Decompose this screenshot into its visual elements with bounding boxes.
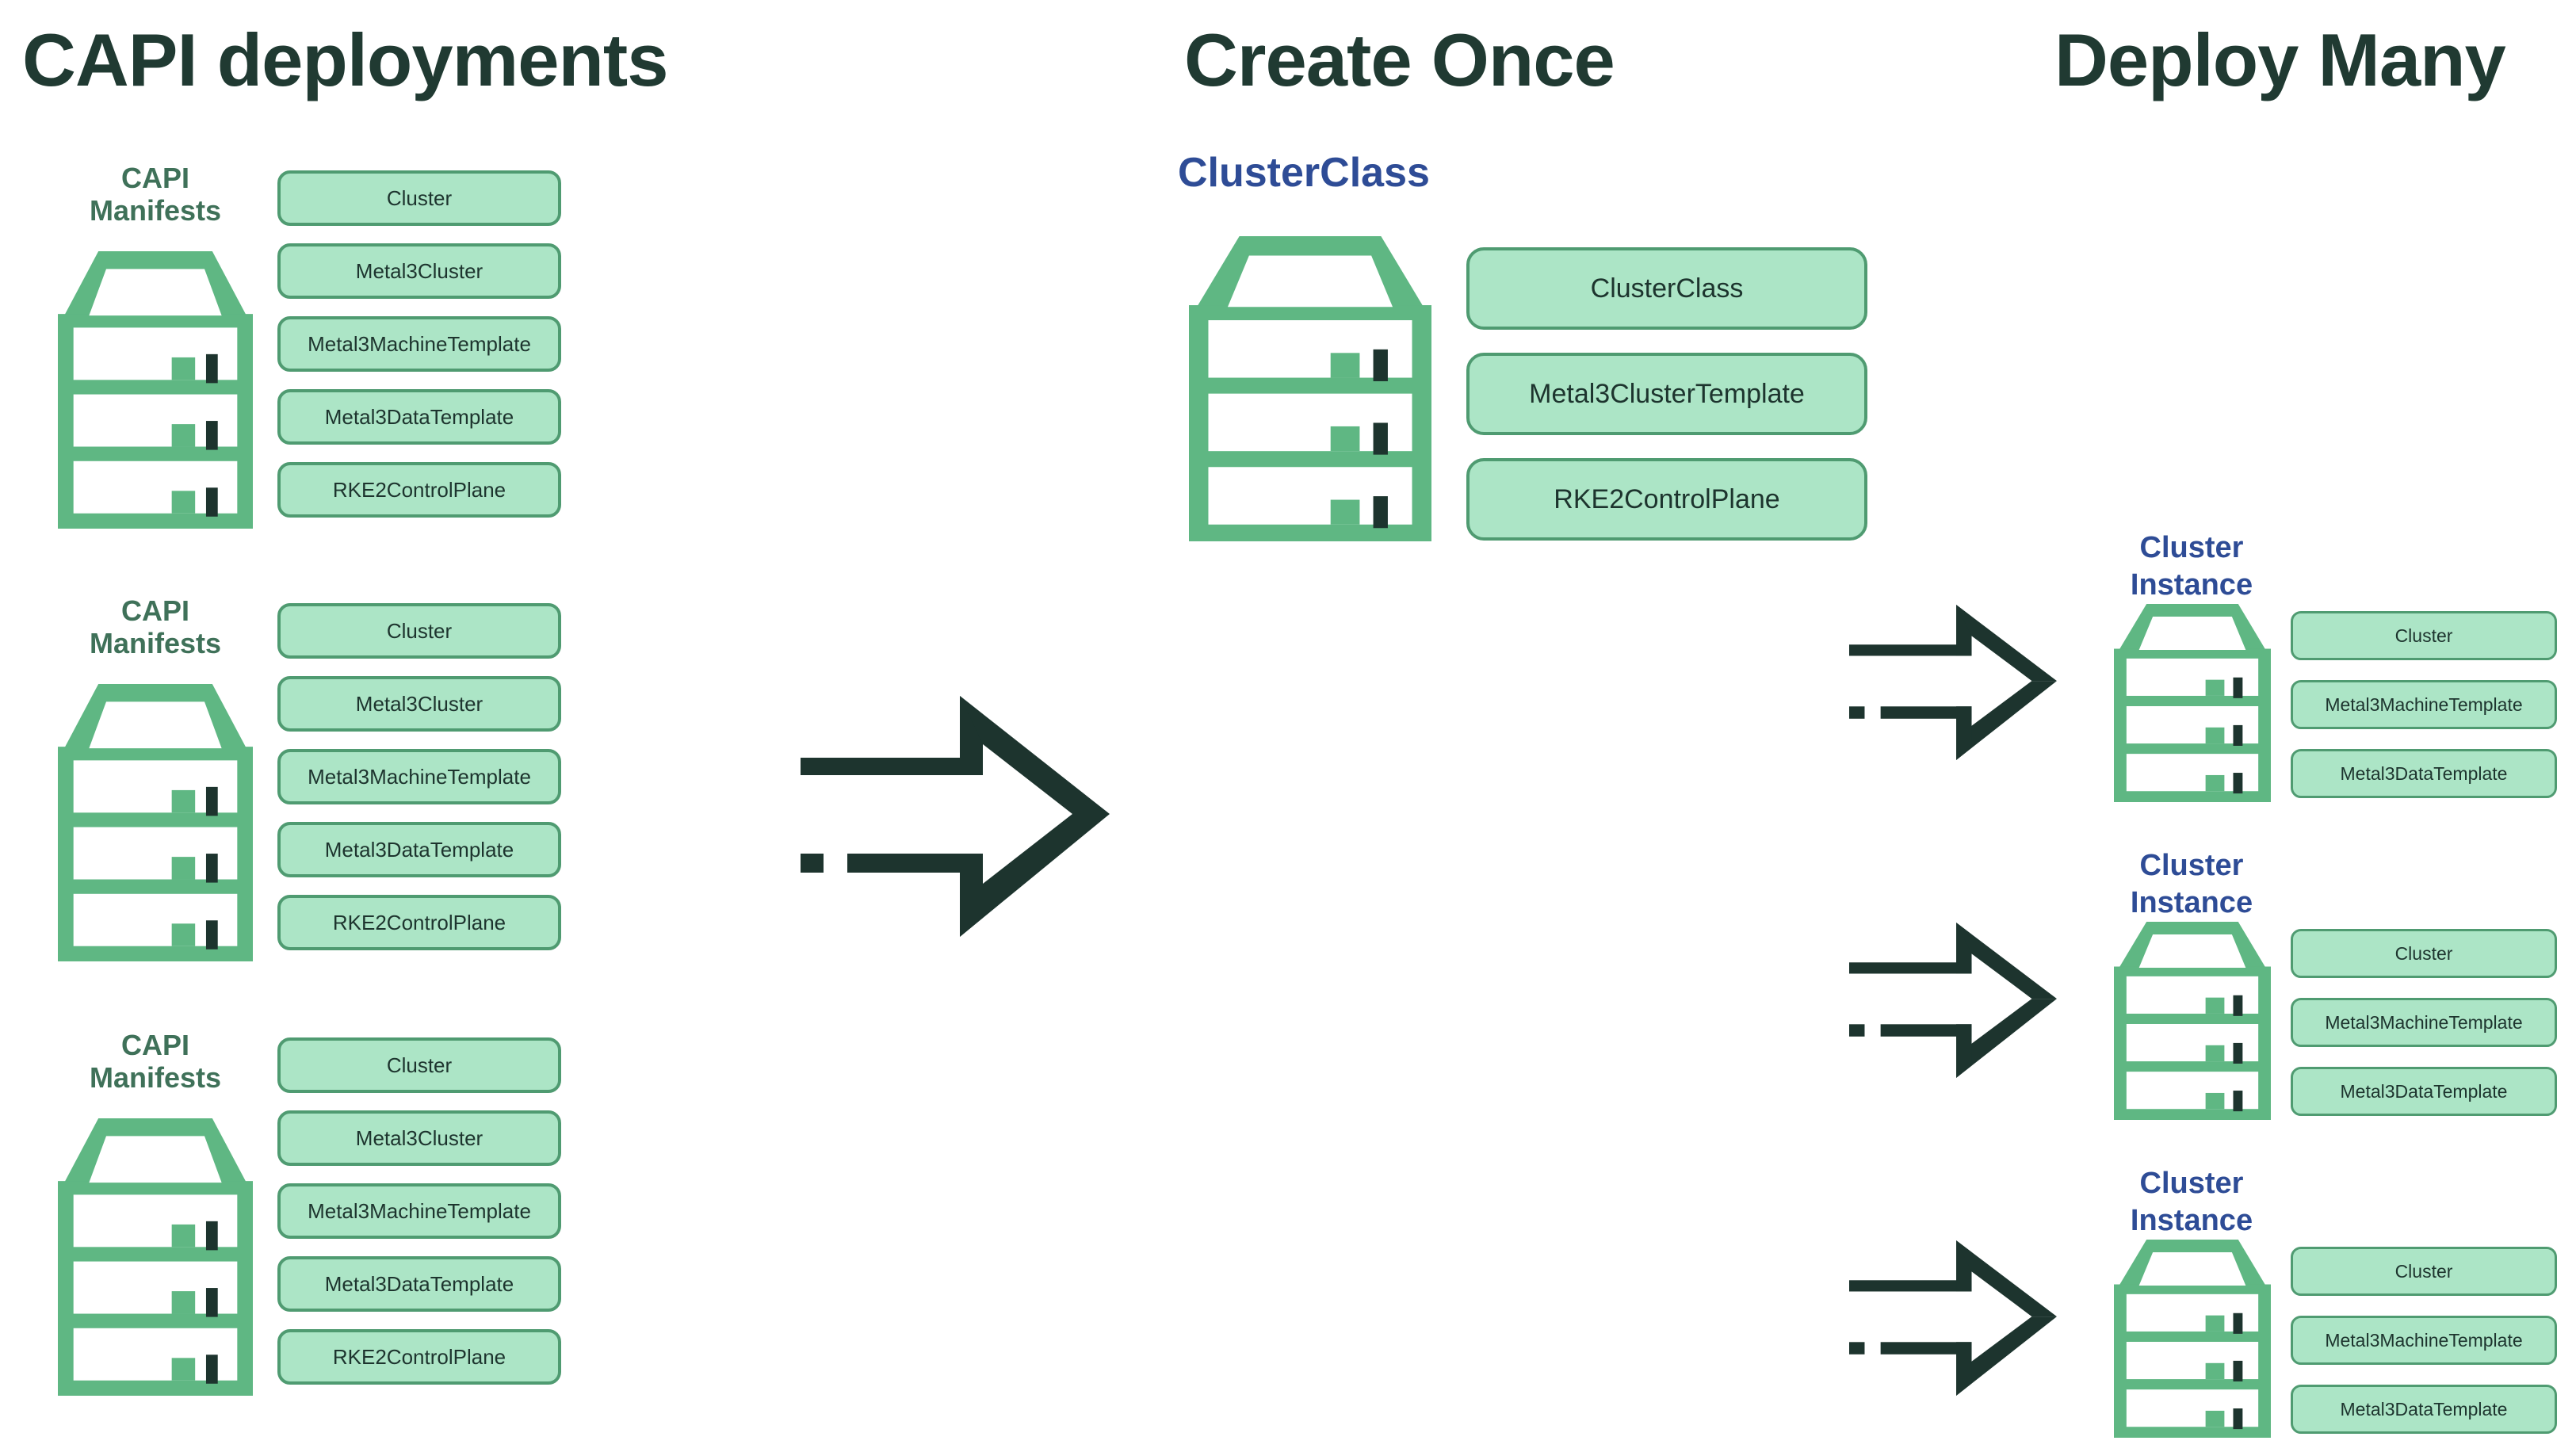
server-rack-icon: [1189, 236, 1431, 541]
resource-box: Cluster: [2291, 1247, 2557, 1296]
clusterclass-heading: ClusterClass: [1178, 150, 1430, 196]
server-rack-icon: [58, 1118, 253, 1396]
server-rack-icon: [58, 251, 253, 529]
resource-box: Metal3DataTemplate: [277, 389, 561, 445]
resource-box: Metal3ClusterTemplate: [1466, 353, 1867, 435]
capi-manifests-label-line2: Manifests: [89, 1061, 222, 1094]
resource-box: ClusterClass: [1466, 247, 1867, 330]
resource-box: Metal3DataTemplate: [2291, 1067, 2557, 1116]
cluster-instance-label-line1: Cluster: [2139, 849, 2244, 882]
server-rack-icon: [58, 684, 253, 961]
cluster-instance-label-line1: Cluster: [2139, 1167, 2244, 1200]
dashed-arrow-right-icon: [1849, 923, 2057, 1078]
resource-box: Cluster: [277, 1037, 561, 1093]
capi-manifests-label-line1: CAPI: [120, 1029, 189, 1061]
resource-box: Metal3Cluster: [277, 1110, 561, 1166]
title-capi-deployments: CAPI deployments: [22, 18, 668, 101]
capi-manifests-label: CAPI Manifests: [52, 594, 258, 659]
resource-box: Metal3Cluster: [277, 676, 561, 732]
capi-manifests-label-line2: Manifests: [89, 627, 222, 659]
resource-box: Cluster: [277, 603, 561, 659]
dashed-arrow-right-icon: [801, 696, 1110, 937]
resource-box: RKE2ControlPlane: [277, 895, 561, 950]
resource-box: Metal3DataTemplate: [2291, 749, 2557, 798]
capi-manifests-label-line1: CAPI: [120, 594, 189, 627]
resource-box: RKE2ControlPlane: [277, 462, 561, 518]
capi-manifests-label-line1: CAPI: [120, 162, 189, 194]
resource-box: Cluster: [2291, 929, 2557, 978]
resource-box: Metal3MachineTemplate: [277, 749, 561, 804]
cluster-instance-label-line1: Cluster: [2139, 531, 2244, 564]
dashed-arrow-right-icon: [1849, 1240, 2057, 1396]
server-rack-icon: [2114, 1240, 2271, 1438]
cluster-instance-label-line2: Instance: [2130, 886, 2253, 919]
capi-manifests-label: CAPI Manifests: [52, 162, 258, 227]
dashed-arrow-right-icon: [1849, 605, 2057, 760]
title-create-once: Create Once: [1184, 18, 1615, 101]
cluster-instance-label: Cluster Instance: [2093, 847, 2291, 922]
resource-box: Cluster: [2291, 611, 2557, 660]
cluster-instance-label-line2: Instance: [2130, 1204, 2253, 1237]
resource-box: Metal3DataTemplate: [277, 822, 561, 877]
resource-box: RKE2ControlPlane: [1466, 458, 1867, 541]
resource-box: Metal3MachineTemplate: [277, 316, 561, 372]
title-deploy-many: Deploy Many: [2054, 18, 2506, 101]
capi-manifests-label: CAPI Manifests: [52, 1029, 258, 1094]
resource-box: Metal3DataTemplate: [2291, 1385, 2557, 1434]
resource-box: Metal3Cluster: [277, 243, 561, 299]
server-rack-icon: [2114, 604, 2271, 802]
server-rack-icon: [2114, 922, 2271, 1120]
resource-box: Metal3MachineTemplate: [2291, 680, 2557, 729]
resource-box: Metal3MachineTemplate: [2291, 1316, 2557, 1365]
cluster-instance-label-line2: Instance: [2130, 568, 2253, 602]
cluster-instance-label: Cluster Instance: [2093, 529, 2291, 604]
resource-box: Cluster: [277, 170, 561, 226]
cluster-instance-label: Cluster Instance: [2093, 1165, 2291, 1240]
resource-box: Metal3MachineTemplate: [277, 1183, 561, 1239]
resource-box: Metal3DataTemplate: [277, 1256, 561, 1312]
resource-box: RKE2ControlPlane: [277, 1329, 561, 1385]
resource-box: Metal3MachineTemplate: [2291, 998, 2557, 1047]
capi-manifests-label-line2: Manifests: [89, 194, 222, 227]
